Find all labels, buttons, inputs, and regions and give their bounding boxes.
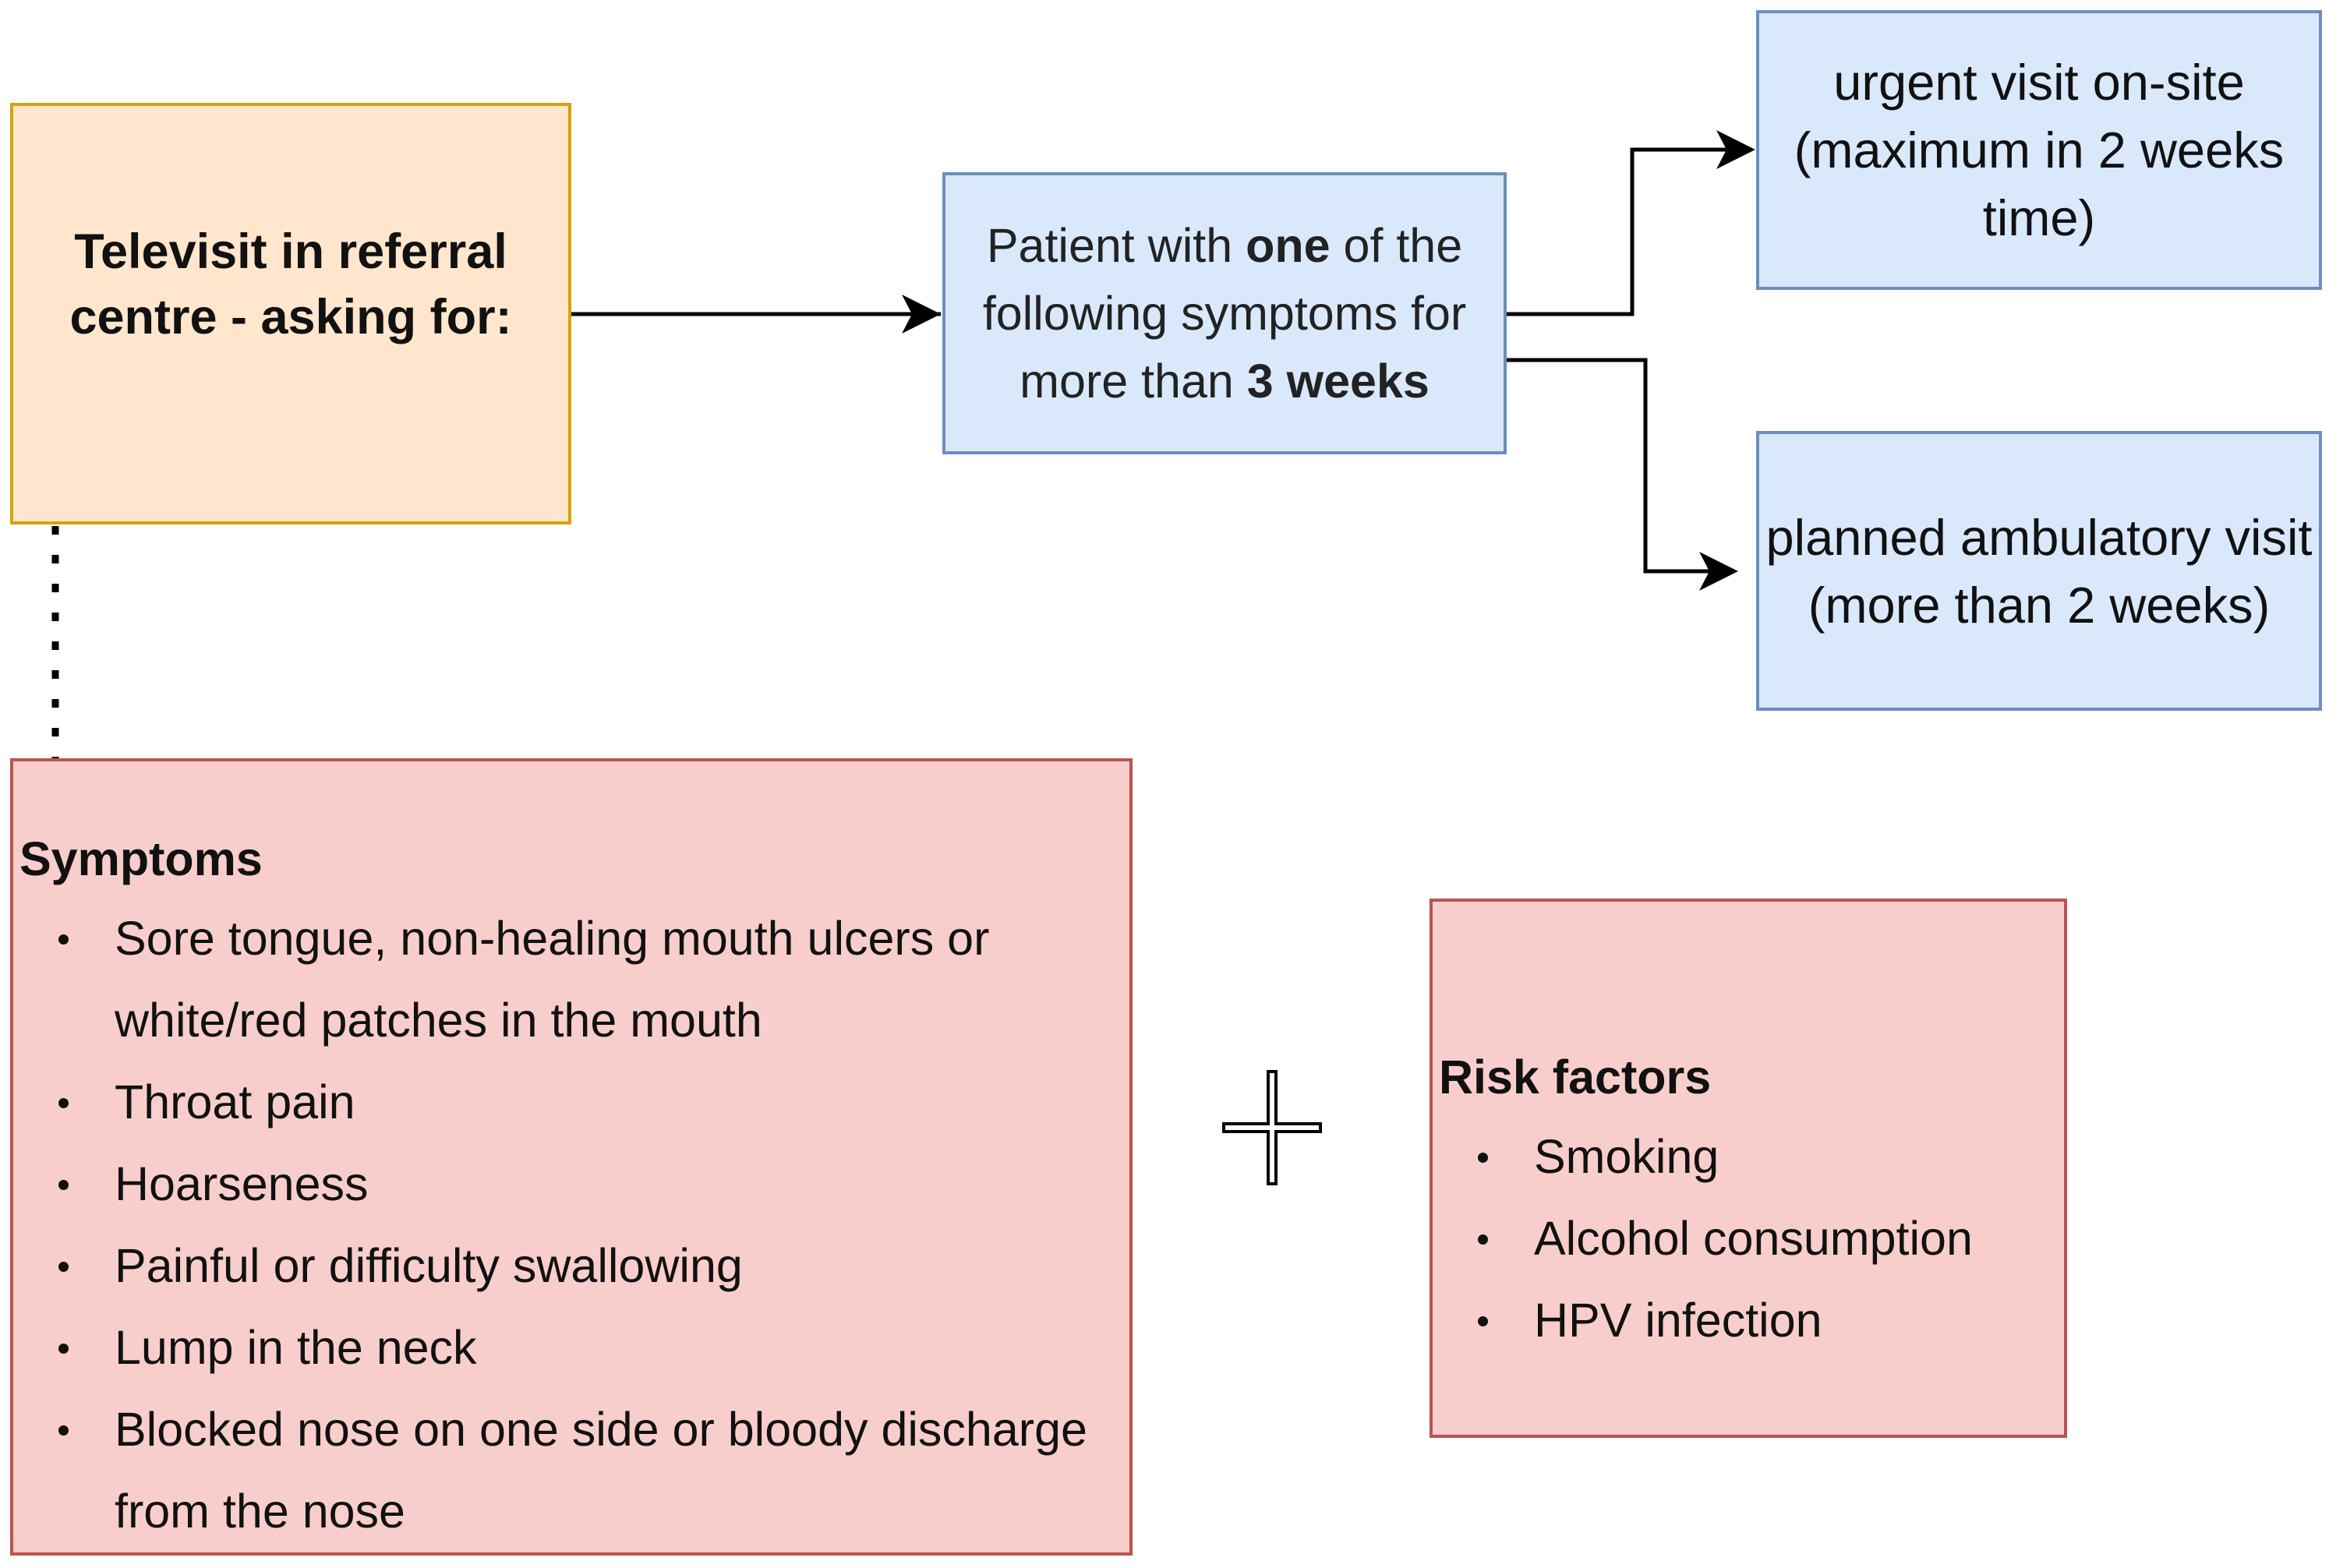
patient-text-bold2: 3 weeks: [1246, 354, 1430, 408]
list-item: HPV infection: [1439, 1280, 2064, 1361]
televisit-box: Televisit in referral centre - asking fo…: [10, 103, 571, 524]
symptoms-box: Symptoms Sore tongue, non-healing mouth …: [10, 758, 1133, 1556]
urgent-visit-text: urgent visit on-site (maximum in 2 weeks…: [1794, 54, 2285, 246]
arrow-head-planned: [1699, 552, 1738, 591]
planned-visit-text: planned ambulatory visit (more than 2 we…: [1765, 508, 2313, 634]
symptoms-heading: Symptoms: [19, 832, 263, 885]
list-item: Blocked nose on one side or bloody disch…: [19, 1389, 1129, 1552]
televisit-text: Televisit in referral centre - asking fo…: [69, 224, 512, 344]
risk-factors-heading: Risk factors: [1439, 1051, 1712, 1104]
urgent-visit-box: urgent visit on-site (maximum in 2 weeks…: [1756, 10, 2322, 290]
risk-factors-box: Risk factors Smoking Alcohol consumption…: [1430, 899, 2067, 1438]
list-item: Throat pain: [19, 1061, 1129, 1143]
patient-text-part1: Patient with: [986, 218, 1246, 272]
list-item: Sore tongue, non-healing mouth ulcers or…: [19, 898, 1129, 1061]
arrow-patient-to-planned: [1507, 358, 1729, 574]
list-item: Painful or difficulty swallowing: [19, 1225, 1129, 1307]
list-item: Smoking: [1439, 1116, 2064, 1198]
plus-icon: [1222, 1070, 1322, 1185]
list-item: Alcohol consumption: [1439, 1198, 2064, 1280]
patient-text-part2: of the following symptoms for more than: [982, 218, 1467, 408]
arrow-head-urgent: [1716, 130, 1755, 169]
patient-symptoms-box: Patient with one of the following sympto…: [942, 172, 1507, 454]
arrow-patient-to-urgent: [1507, 147, 1746, 316]
patient-text: Patient with one of the following sympto…: [945, 212, 1504, 415]
risk-factors-list: Smoking Alcohol consumption HPV infectio…: [1439, 1116, 2064, 1361]
list-item: Lump in the neck: [19, 1307, 1129, 1389]
symptoms-list: Sore tongue, non-healing mouth ulcers or…: [19, 898, 1129, 1552]
arrow-head-patient: [902, 295, 941, 334]
planned-visit-box: planned ambulatory visit (more than 2 we…: [1756, 431, 2322, 711]
patient-text-bold1: one: [1246, 218, 1331, 272]
list-item: Hoarseness: [19, 1143, 1129, 1225]
